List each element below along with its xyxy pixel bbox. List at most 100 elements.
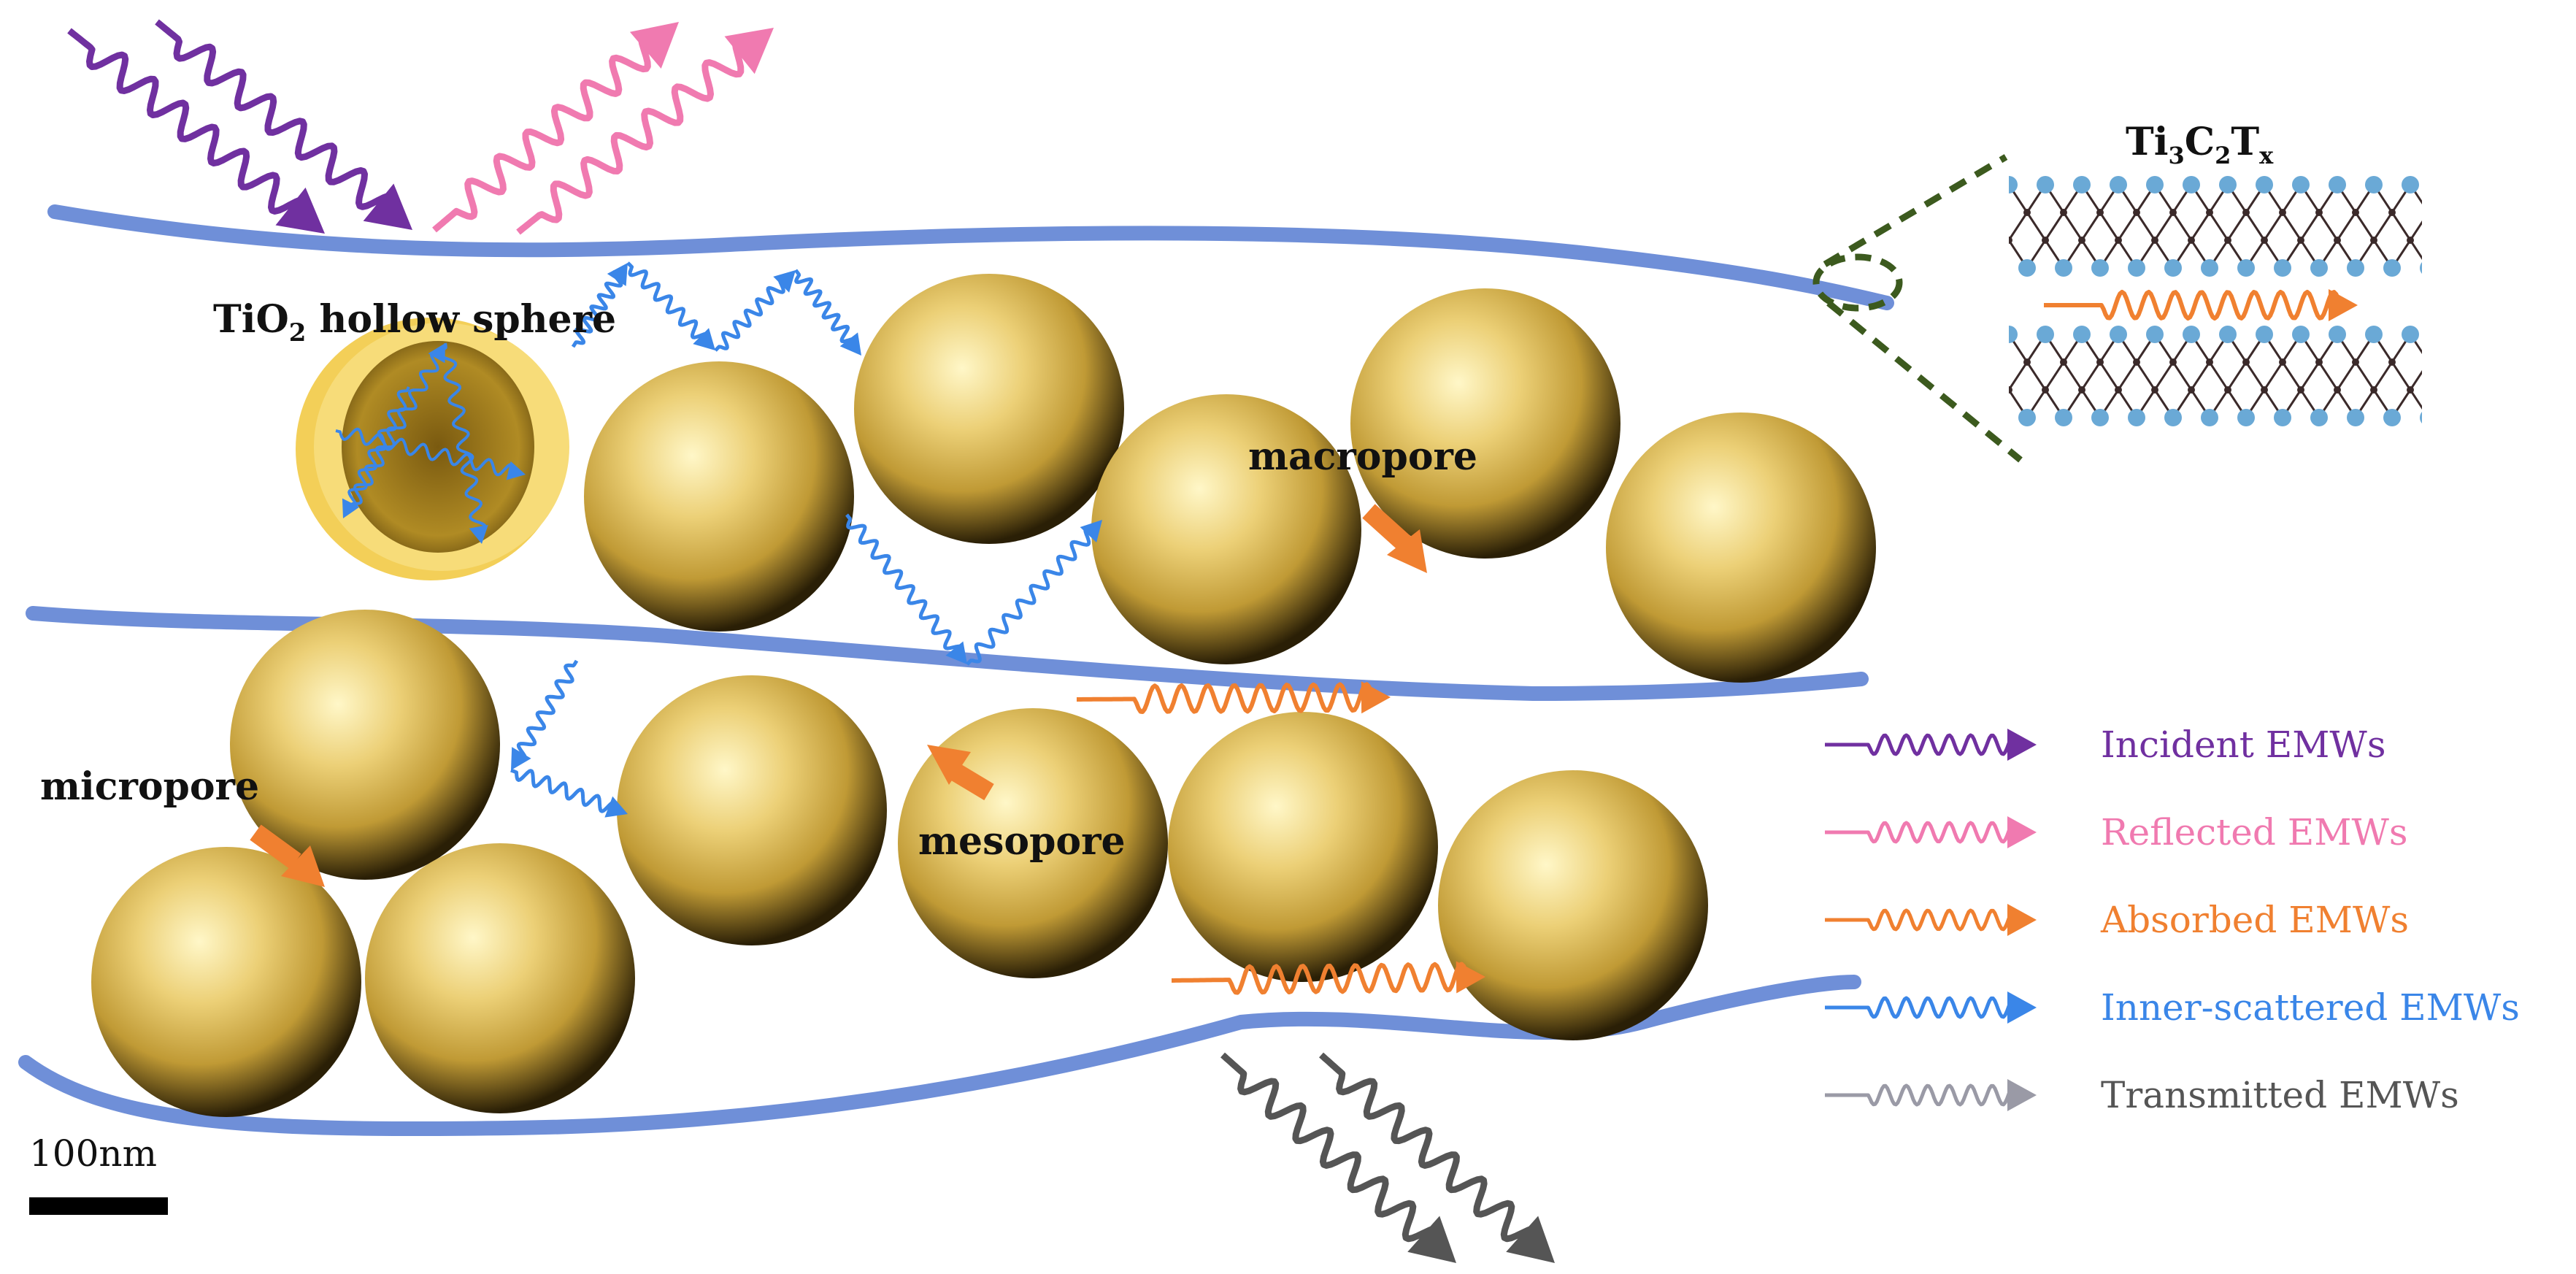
lattice-atom [2388,358,2396,366]
lattice-bond [2208,212,2229,241]
lattice-atom [2206,209,2213,216]
reflected-wave-arrow [432,22,679,233]
scattered-wave-arrow-arrowhead [506,461,526,480]
lattice-atom [2073,326,2091,343]
lattice-atom [2206,358,2213,366]
lattice-atom [2133,358,2140,366]
scattered-wave-arrow-wave [966,525,1095,666]
lattice-atom [2334,386,2341,394]
transmitted-wave-arrow-arrowhead [1407,1216,1456,1263]
scattered-wave-arrow [511,659,579,770]
lattice-bond [2372,212,2394,241]
legend-wave-arrow [1824,816,2037,848]
lattice-bond [2226,212,2248,241]
transmitted-wave-arrow-arrowhead [1506,1216,1555,1263]
lattice-bond [2153,212,2175,241]
mxene-lattice-inset [2009,176,2447,426]
lattice-atom [2425,209,2432,216]
absorbed-wave-arrow [1171,961,1485,995]
lattice-bond [2190,361,2211,391]
zoom-ellipse [1812,253,1903,312]
lattice-atom [2042,237,2049,244]
incident-wave-arrow [155,19,412,230]
lattice-atom [2425,358,2432,366]
transmitted-wave-arrow [1319,1052,1555,1263]
reflected-wave-arrow-arrowhead [724,28,774,74]
lattice-atom [2297,386,2304,394]
lattice-bond [2318,212,2339,241]
lattice-bond [2409,369,2422,391]
lattice-atom [2128,259,2145,277]
zoom-line-top [1823,154,2008,267]
lattice-atom [2164,409,2182,426]
scattered-wave-arrow-wave [335,427,517,477]
lattice-atom [2091,409,2109,426]
scattered-wave-arrow-wave [516,659,579,762]
scale-bar: 100nm [29,1132,168,1215]
lattice-atom [2310,259,2328,277]
legend-wave-arrow [1824,991,2037,1024]
scattered-wave-arrow-wave [439,342,487,535]
legend-wave-arrow-wave [1824,908,2021,932]
lattice-bond [2009,390,2010,392]
incident-wave-arrow-wave [155,19,399,215]
legend-wave-arrow-arrowhead [2007,1079,2037,1111]
legend-label-incident: Incident EMWs [2101,724,2385,766]
lattice-atom [2292,176,2310,193]
absorbed-wave-arrow-wave [1171,962,1470,995]
lattice-bond [2429,362,2447,390]
lattice-atom [2091,259,2109,277]
lattice-atom [2420,262,2422,274]
lattice-bond [2336,361,2357,391]
lattice-bond [2299,361,2321,391]
scattered-wave-arrow-wave [793,269,859,347]
lattice-bond [2336,212,2357,241]
lattice-atom [2133,209,2140,216]
sphere [1350,288,1620,559]
lattice-atom [2183,326,2200,343]
lattice-atom [2256,176,2273,193]
mesopore-arrowhead [927,745,971,785]
legend-wave-arrow-wave [1824,733,2021,756]
lattice-atom [2055,409,2072,426]
absorbed-wave-arrow [2043,289,2358,321]
wave-arrows [67,19,2358,1263]
lattice-atom [2407,237,2414,244]
scattered-wave-arrow-wave [349,350,440,509]
legend-wave-arrow-arrowhead [2007,904,2037,936]
lattice-atom [2146,326,2164,343]
lattice-atom [2365,176,2383,193]
lattice-bond [2409,220,2422,241]
lattice-atom [2169,358,2177,366]
lattice-bond [2281,212,2302,241]
scattered-wave-arrow [845,513,967,664]
lattice-atom [2073,176,2091,193]
absorbed-wave-arrow-arrowhead [2329,289,2358,321]
lattice-atom [2009,326,2018,343]
lattice-bond [2117,361,2138,391]
mesopore-arrow-shaft [947,761,994,801]
lattice-atom [2164,259,2182,277]
lattice-atom [2169,209,2177,216]
scattered-wave-arrow-wave [845,513,964,656]
lattice-bond [2263,361,2284,391]
lattice-atom [2402,176,2419,193]
lattice-bond [2372,361,2394,391]
lattice-bond [2299,212,2321,241]
lattice-atom [2352,358,2359,366]
scattered-wave-arrow-arrowhead [607,263,628,286]
lattice-bond [2062,212,2083,241]
incident-wave-arrow-arrowhead [275,187,325,234]
legend-wave-arrow [1824,729,2037,761]
tio2-spheres [91,274,1876,1117]
lattice-bond [2026,361,2047,391]
lattice-atom [2237,409,2255,426]
scattered-wave-arrow [349,343,445,509]
lattice-atom [2274,259,2291,277]
tio2-hollow-sphere [296,318,569,580]
sphere [230,610,500,880]
legend-wave-arrow-arrowhead [2007,729,2037,761]
lattice-atom [2018,409,2036,426]
scattered-wave-arrow [439,342,488,544]
